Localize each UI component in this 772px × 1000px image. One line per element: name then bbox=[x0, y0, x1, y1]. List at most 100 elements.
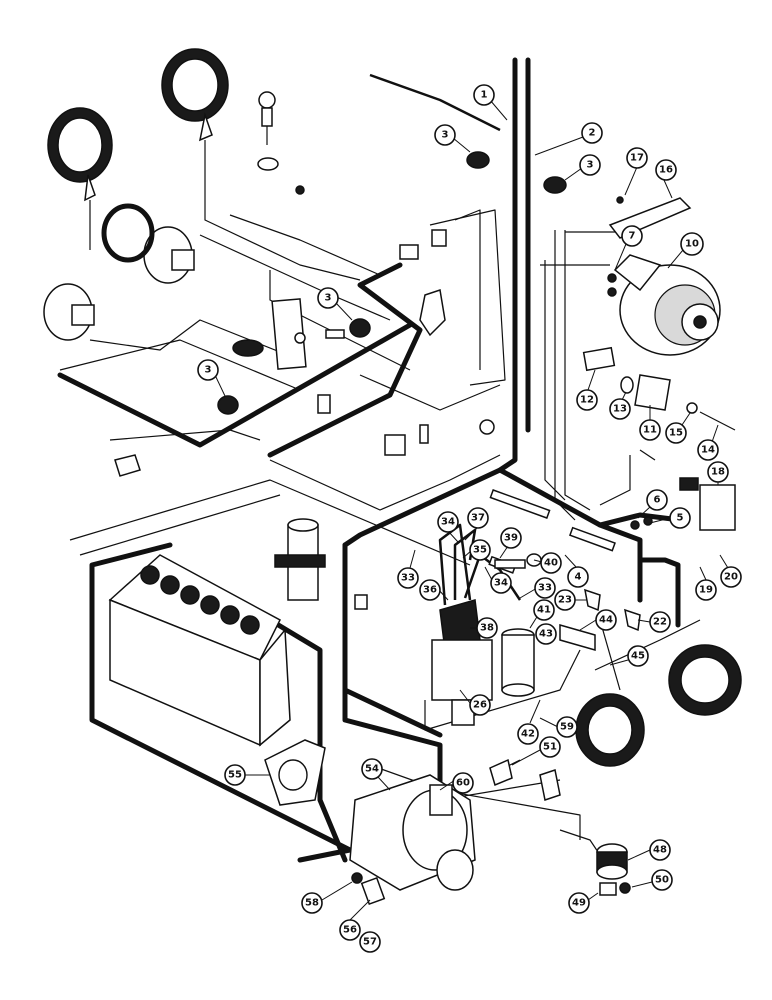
callout-35: 35 bbox=[469, 539, 491, 561]
svg-text:18: 18 bbox=[711, 467, 725, 478]
callout-37: 37 bbox=[467, 507, 489, 529]
svg-text:41: 41 bbox=[537, 605, 551, 616]
svg-text:13: 13 bbox=[613, 404, 627, 415]
callout-48: 48 bbox=[649, 839, 671, 861]
svg-text:20: 20 bbox=[724, 572, 738, 583]
gasket bbox=[264, 739, 326, 806]
callout-23: 23 bbox=[554, 589, 576, 611]
callouts: 1 2 3 3 3 3 4 5 6 7 10 11 12 13 14 15 16 bbox=[197, 84, 742, 953]
callout-59: 59 bbox=[556, 716, 578, 738]
svg-text:60: 60 bbox=[456, 778, 470, 789]
svg-text:19: 19 bbox=[699, 585, 713, 596]
callout-19: 19 bbox=[695, 579, 717, 601]
svg-text:1: 1 bbox=[481, 90, 488, 101]
svg-text:49: 49 bbox=[572, 898, 586, 909]
grommet-1 bbox=[466, 151, 490, 169]
o-ring-seal bbox=[101, 203, 155, 263]
svg-text:37: 37 bbox=[471, 513, 485, 524]
gauge-upper bbox=[143, 226, 195, 284]
svg-text:15: 15 bbox=[669, 428, 683, 439]
svg-text:39: 39 bbox=[504, 533, 518, 544]
gauge-lower bbox=[43, 283, 95, 341]
callout-57: 57 bbox=[359, 931, 381, 953]
svg-text:3: 3 bbox=[442, 130, 449, 141]
callout-45: 45 bbox=[627, 645, 649, 667]
callout-38: 38 bbox=[476, 617, 498, 639]
callout-6: 6 bbox=[646, 489, 668, 511]
callout-3b: 3 bbox=[579, 154, 601, 176]
callout-58: 58 bbox=[301, 892, 323, 914]
svg-text:23: 23 bbox=[558, 595, 572, 606]
svg-text:58: 58 bbox=[305, 898, 319, 909]
callout-33b: 33 bbox=[534, 577, 556, 599]
callout-42: 42 bbox=[517, 723, 539, 745]
callout-34b: 34 bbox=[490, 572, 512, 594]
svg-text:4: 4 bbox=[575, 572, 582, 583]
callout-1: 1 bbox=[473, 84, 495, 106]
callout-39: 39 bbox=[500, 527, 522, 549]
center-hardware bbox=[114, 185, 495, 477]
svg-text:48: 48 bbox=[653, 845, 667, 856]
svg-text:59: 59 bbox=[560, 722, 574, 733]
callout-26: 26 bbox=[469, 694, 491, 716]
ignition-switch bbox=[232, 298, 307, 370]
misc-fittings bbox=[354, 489, 616, 801]
svg-text:40: 40 bbox=[544, 558, 558, 569]
callout-12: 12 bbox=[576, 389, 598, 411]
callout-41: 41 bbox=[533, 599, 555, 621]
svg-text:50: 50 bbox=[655, 875, 669, 886]
svg-text:3: 3 bbox=[325, 293, 332, 304]
svg-text:56: 56 bbox=[343, 925, 357, 936]
main-harness bbox=[57, 57, 683, 863]
alternator bbox=[607, 254, 721, 356]
headlight-left bbox=[47, 107, 113, 250]
svg-text:57: 57 bbox=[363, 937, 377, 948]
callout-49: 49 bbox=[568, 892, 590, 914]
svg-text:43: 43 bbox=[539, 629, 553, 640]
svg-text:22: 22 bbox=[653, 617, 667, 628]
svg-text:12: 12 bbox=[580, 395, 594, 406]
alternator-bracket bbox=[608, 196, 692, 239]
callout-3a: 3 bbox=[434, 124, 456, 146]
grommet-2 bbox=[543, 176, 567, 194]
coil bbox=[274, 518, 326, 601]
svg-text:44: 44 bbox=[599, 615, 613, 626]
svg-text:3: 3 bbox=[205, 365, 212, 376]
svg-text:3: 3 bbox=[587, 160, 594, 171]
callout-15: 15 bbox=[665, 422, 687, 444]
svg-text:2: 2 bbox=[589, 128, 596, 139]
callout-54: 54 bbox=[361, 758, 383, 780]
svg-text:17: 17 bbox=[630, 153, 644, 164]
starter-motor bbox=[349, 774, 476, 906]
svg-text:35: 35 bbox=[473, 545, 487, 556]
work-lamp-right bbox=[668, 644, 742, 716]
flasher-unit bbox=[596, 843, 631, 896]
svg-text:34: 34 bbox=[441, 517, 455, 528]
callout-14: 14 bbox=[697, 439, 719, 461]
grommet-4 bbox=[217, 395, 239, 415]
regulator bbox=[630, 477, 736, 531]
svg-text:10: 10 bbox=[685, 239, 699, 250]
callout-34a: 34 bbox=[437, 511, 459, 533]
callout-51: 51 bbox=[539, 736, 561, 758]
svg-text:38: 38 bbox=[480, 623, 494, 634]
callout-20: 20 bbox=[720, 566, 742, 588]
callout-3d: 3 bbox=[197, 359, 219, 381]
callout-36: 36 bbox=[419, 579, 441, 601]
headlight-right bbox=[161, 48, 229, 200]
svg-text:33: 33 bbox=[538, 583, 552, 594]
svg-text:36: 36 bbox=[423, 585, 437, 596]
callout-13: 13 bbox=[609, 398, 631, 420]
svg-text:51: 51 bbox=[543, 742, 557, 753]
svg-text:33: 33 bbox=[401, 573, 415, 584]
callout-43: 43 bbox=[535, 623, 557, 645]
callout-18: 18 bbox=[707, 461, 729, 483]
callout-50: 50 bbox=[651, 869, 673, 891]
svg-text:7: 7 bbox=[629, 231, 636, 242]
distributor bbox=[431, 599, 493, 726]
callout-10: 10 bbox=[680, 232, 704, 256]
grommet-3 bbox=[349, 318, 371, 338]
condenser bbox=[501, 628, 535, 697]
